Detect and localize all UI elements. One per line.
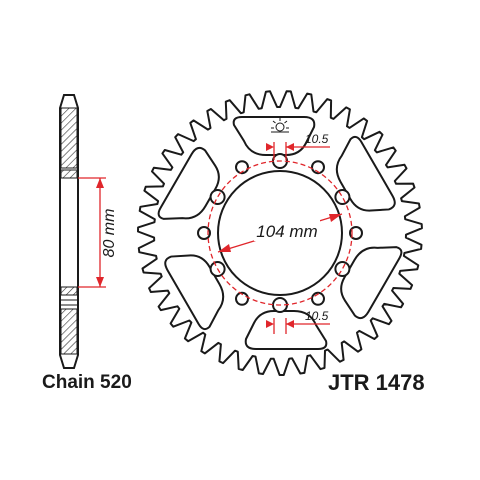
relief-hole <box>235 291 249 306</box>
bolt-hole-label-bottom: 10.5 <box>305 309 329 323</box>
bolt-hole-dimension-top: 10.5 <box>266 132 330 160</box>
cutout <box>335 135 396 212</box>
side-hatch-top <box>60 107 78 169</box>
cutout <box>232 116 316 156</box>
relief-hole <box>349 226 363 240</box>
side-hatch-mid-top <box>60 169 78 179</box>
pcd-dimension: 104 mm <box>207 160 353 306</box>
relief-hole <box>311 160 325 175</box>
bolt-hole-label-top: 10.5 <box>305 132 329 146</box>
bolt-hole <box>334 189 351 205</box>
bolt-hole-dimension-bottom: 10.5 <box>266 309 330 334</box>
cutout <box>157 146 220 220</box>
side-view <box>59 94 79 369</box>
pcd-label: 104 mm <box>256 222 317 241</box>
cutout <box>164 254 225 331</box>
bolt-hole <box>334 261 351 277</box>
chain-label: Chain 520 <box>42 372 132 393</box>
side-hatch-mid-bottom <box>60 286 78 296</box>
sun-icon <box>271 118 289 133</box>
side-dimension: 80 mm <box>78 177 118 288</box>
bolt-holes <box>197 153 363 313</box>
side-height-label: 80 mm <box>101 209 118 258</box>
relief-hole <box>235 160 249 175</box>
lightening-cutouts <box>157 116 403 350</box>
relief-hole <box>197 226 211 240</box>
part-number-label: JTR 1478 <box>328 370 425 395</box>
side-hatch-bottom <box>60 308 78 355</box>
bolt-hole <box>209 189 226 205</box>
cutout <box>340 246 403 320</box>
